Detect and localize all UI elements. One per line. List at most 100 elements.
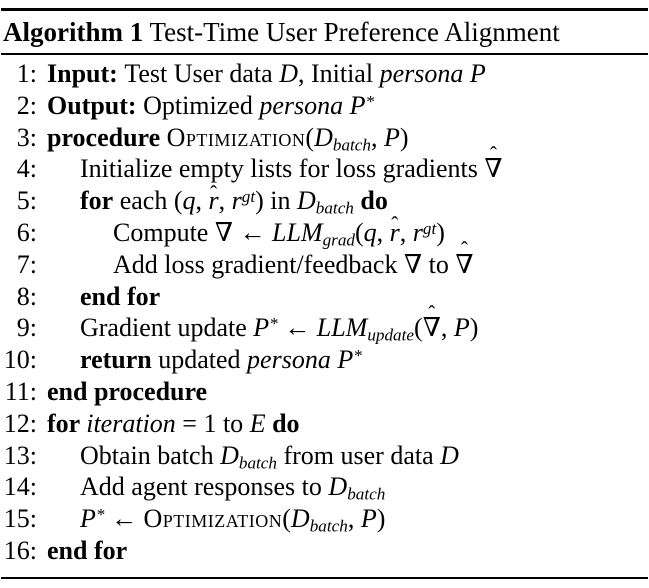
- text-segment: Obtain batch: [80, 440, 221, 470]
- algorithm-line: 9: Gradient update P* ← LLMupdate(ˆ∇, P): [0, 302, 649, 345]
- hat-accent: ˆ: [489, 143, 497, 167]
- hatted-nabla: ˆ∇: [455, 238, 474, 279]
- text-segment: *: [365, 91, 375, 111]
- line-number: 15:: [3, 504, 37, 534]
- line-content: Initialize empty lists for loss gradient…: [47, 143, 503, 185]
- algorithm-line: 3:procedure Optimization(Dbatch, P): [0, 122, 649, 154]
- line-number: 16:: [3, 535, 37, 565]
- text-segment: batch: [309, 516, 348, 536]
- line-number: 11:: [4, 376, 37, 406]
- line-number: 7:: [16, 249, 37, 279]
- line-number: 12:: [3, 408, 37, 438]
- line-number: 2:: [16, 90, 37, 120]
- text-segment: LLM: [271, 217, 323, 247]
- text-segment: Add loss gradient/feedback ∇ to: [113, 249, 456, 279]
- algorithm-line: 7: Add loss gradient/feedback ∇ to ˆ∇: [0, 238, 649, 281]
- text-segment: from user data: [276, 440, 441, 470]
- text-segment: for: [47, 408, 87, 438]
- text-segment: ,: [376, 217, 390, 247]
- text-segment: P: [253, 313, 270, 343]
- text-segment: do: [360, 186, 388, 216]
- text-segment: for: [80, 186, 114, 216]
- text-segment: ,: [347, 504, 361, 534]
- line-content: end procedure: [47, 376, 207, 408]
- line-content: Obtain batch Dbatch from user data D: [47, 440, 459, 472]
- text-segment: ,: [440, 313, 454, 343]
- text-segment: Compute ∇ ←: [113, 217, 272, 247]
- text-segment: persona P: [259, 90, 366, 120]
- text-segment: end for: [80, 281, 161, 311]
- text-segment: gt: [241, 186, 256, 206]
- line-content: end for: [47, 535, 127, 567]
- algorithm-header: Algorithm 1 Test-Time User Preference Al…: [0, 11, 649, 53]
- text-segment: D: [220, 440, 239, 470]
- line-content: P* ← Optimization(Dbatch, P): [47, 503, 385, 535]
- text-segment: ←: [104, 504, 144, 534]
- text-segment: P: [383, 122, 400, 152]
- algorithm-line: 11: end procedure: [0, 376, 649, 408]
- text-segment: Gradient update: [80, 313, 254, 343]
- header-rule: [1, 53, 648, 55]
- text-segment: D: [314, 122, 333, 152]
- line-number: 13:: [3, 440, 37, 470]
- algorithm-line: 15: P* ← Optimization(Dbatch, P): [0, 503, 649, 535]
- text-segment: batch: [315, 198, 354, 218]
- line-content: Input: Test User data D, Initial persona…: [47, 58, 486, 90]
- text-segment: (: [305, 122, 315, 152]
- text-segment: q: [182, 186, 196, 216]
- text-segment: batch: [347, 484, 386, 504]
- algorithm-line: 14:Add agent responses to Dbatch: [0, 471, 649, 503]
- algorithm-line: 8:end for: [0, 281, 649, 313]
- line-content: Gradient update P* ← LLMupdate(ˆ∇, P): [47, 302, 478, 345]
- text-segment: ): [376, 504, 386, 534]
- text-segment: D: [279, 59, 298, 88]
- line-number: 4:: [16, 154, 37, 184]
- text-segment: Optimization: [143, 504, 283, 534]
- text-segment: LLM: [316, 313, 368, 343]
- text-segment: E: [249, 408, 266, 438]
- text-segment: D: [328, 472, 348, 502]
- text-segment: *: [269, 314, 278, 334]
- text-segment: gt: [422, 218, 437, 238]
- text-segment: (: [282, 504, 291, 534]
- text-segment: ): [399, 122, 409, 152]
- text-segment: D: [440, 440, 459, 470]
- text-segment: *: [95, 504, 105, 524]
- text-segment: do: [272, 408, 300, 438]
- text-segment: Output:: [47, 90, 144, 120]
- text-segment: end procedure: [47, 376, 208, 406]
- algorithm-label: Algorithm 1: [3, 17, 144, 47]
- line-number: 14:: [3, 472, 37, 502]
- text-segment: return: [80, 345, 152, 375]
- text-segment: Optimized: [143, 90, 260, 120]
- text-segment: ): [436, 217, 445, 247]
- text-segment: = 1 to: [175, 408, 250, 438]
- text-segment: P: [453, 313, 470, 343]
- line-content: Output: Optimized persona P*: [47, 90, 374, 122]
- text-segment: batch: [332, 134, 371, 154]
- text-segment: ,: [399, 217, 413, 247]
- text-segment: D: [290, 504, 310, 534]
- text-segment: r: [412, 217, 423, 247]
- text-segment: Initialize empty lists for loss gradient…: [80, 154, 485, 184]
- hat-accent: ˆ: [460, 238, 468, 262]
- text-segment: ,: [195, 186, 209, 216]
- text-segment: update: [367, 325, 415, 345]
- hatted-nabla: ˆ∇: [422, 302, 441, 343]
- text-segment: iteration: [86, 408, 176, 438]
- text-segment: ←: [277, 313, 317, 343]
- text-segment: ) in: [255, 186, 297, 216]
- hat-accent: ˆ: [428, 302, 436, 326]
- hatted-nabla: ˆ∇: [484, 143, 503, 184]
- algorithm-line: 4: Initialize empty lists for loss gradie…: [0, 143, 649, 185]
- line-content: return updated persona P*: [47, 344, 362, 376]
- text-segment: Optimization: [166, 122, 306, 152]
- bottom-rule: [1, 576, 648, 579]
- text-segment: each (: [113, 186, 183, 216]
- line-number: 9:: [16, 313, 37, 343]
